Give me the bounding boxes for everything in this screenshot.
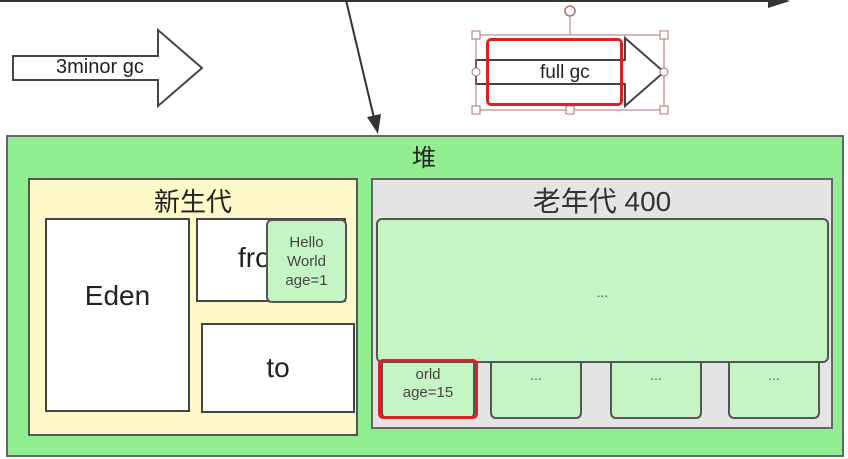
object-line-1: Hello — [289, 234, 324, 251]
old-generation-title: 老年代 400 — [532, 186, 672, 217]
full-gc-label: full gc — [540, 62, 590, 83]
object-line-2: World — [287, 253, 326, 270]
young-generation-title: 新生代 — [153, 187, 232, 217]
connect-handle-left — [471, 67, 481, 77]
resize-handle-tl — [471, 30, 481, 40]
to-space — [201, 323, 355, 413]
eden-label: Eden — [84, 280, 151, 311]
to-label: to — [266, 352, 290, 383]
down-pointer-line — [345, 0, 375, 119]
minor-gc-arrow — [12, 27, 204, 109]
resize-handle-tr — [659, 30, 669, 40]
old-slot-2-ellipsis: ... — [530, 367, 542, 383]
resize-handle-bm — [565, 105, 575, 115]
old-slot-1-text: orld age=15 — [381, 366, 475, 402]
old-slot-3-ellipsis: ... — [650, 367, 662, 383]
old-slot-4 — [728, 363, 820, 419]
full-gc-arrow — [475, 35, 666, 109]
slot-1-line-1: orld — [415, 366, 441, 383]
slot-1-line-2: age=15 — [402, 384, 454, 401]
old-main-ellipsis: ... — [596, 284, 609, 300]
resize-handle-br — [659, 105, 669, 115]
minor-gc-label: 3minor gc — [56, 56, 144, 78]
connect-handle-right — [659, 67, 669, 77]
old-slot-4-ellipsis: ... — [768, 367, 780, 383]
top-arrow-head — [768, 0, 790, 8]
eden-space — [45, 218, 190, 412]
full-gc-highlight — [486, 38, 623, 106]
promoted-object-highlight — [378, 359, 478, 419]
object-line-3: age=1 — [285, 272, 328, 289]
heap-title: 堆 — [412, 145, 436, 172]
old-slot-3 — [610, 363, 702, 419]
from-label: from — [238, 242, 268, 273]
old-slot-2 — [490, 363, 582, 419]
rotate-handle — [564, 5, 576, 17]
old-main-block — [376, 218, 829, 363]
hello-world-object: Hello World age=1 — [266, 219, 347, 303]
resize-handle-bl — [471, 105, 481, 115]
down-pointer-head — [367, 114, 381, 134]
